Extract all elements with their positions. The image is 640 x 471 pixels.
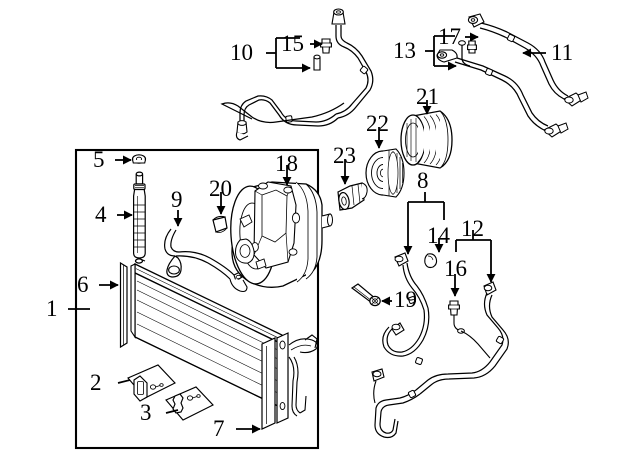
callout-3: 3 — [140, 400, 152, 425]
condenser-side-seal-art — [119, 261, 128, 349]
callout-15: 15 — [281, 31, 304, 56]
callout-10: 10 — [230, 40, 253, 65]
callout-2: 2 — [90, 370, 102, 395]
liquid-line-assembly-art — [467, 13, 589, 107]
callout-22: 22 — [366, 111, 389, 136]
callout-19: 19 — [394, 287, 417, 312]
receiver-drier-cap-art — [131, 154, 147, 164]
assembly-group-boundary-rect — [74, 148, 320, 450]
a-c-compressor-art — [230, 181, 333, 288]
mounting-bolt-art — [350, 283, 381, 307]
callout-13: 13 — [393, 38, 416, 63]
suction-line-long-art — [371, 281, 509, 439]
compressor-connector-cap-art — [212, 215, 228, 233]
callout-5: 5 — [93, 147, 105, 172]
callout-7: 7 — [213, 416, 225, 441]
clutch-pulley-art — [400, 110, 453, 169]
compressor-shaft-coupling-art — [337, 182, 368, 211]
callout-17: 17 — [438, 24, 461, 49]
callout-21: 21 — [416, 84, 439, 109]
callout-6: 6 — [77, 272, 89, 297]
callout-16: 16 — [444, 256, 467, 281]
evaporator-line-assembly-art — [436, 40, 569, 138]
callout-9: 9 — [171, 187, 183, 212]
callout-23: 23 — [333, 143, 356, 168]
callout-1: 1 — [46, 296, 58, 321]
callout-8: 8 — [417, 168, 429, 193]
condenser-side-bracket-art — [261, 332, 318, 430]
clutch-hub-and-plate-art — [365, 148, 405, 198]
pressure-switch-wire-harness-art — [164, 228, 248, 293]
condenser-mounting-bracket-lower-left-art — [127, 364, 176, 402]
receiver-drier-art — [133, 171, 146, 259]
condenser-mounting-clip-art — [165, 386, 214, 421]
callout-14: 14 — [427, 223, 450, 248]
callout-4: 4 — [95, 202, 107, 227]
discharge-hose-lower-branch-art — [220, 102, 345, 124]
suction-hose-short-art — [382, 252, 438, 366]
condenser-core-art — [130, 258, 283, 410]
callout-11: 11 — [551, 40, 574, 65]
callout-18: 18 — [275, 151, 298, 176]
callout-20: 20 — [209, 176, 232, 201]
discharge-hose-assembly-art — [235, 8, 374, 141]
callout-leaders — [68, 32, 546, 434]
callout-12: 12 — [461, 216, 484, 241]
